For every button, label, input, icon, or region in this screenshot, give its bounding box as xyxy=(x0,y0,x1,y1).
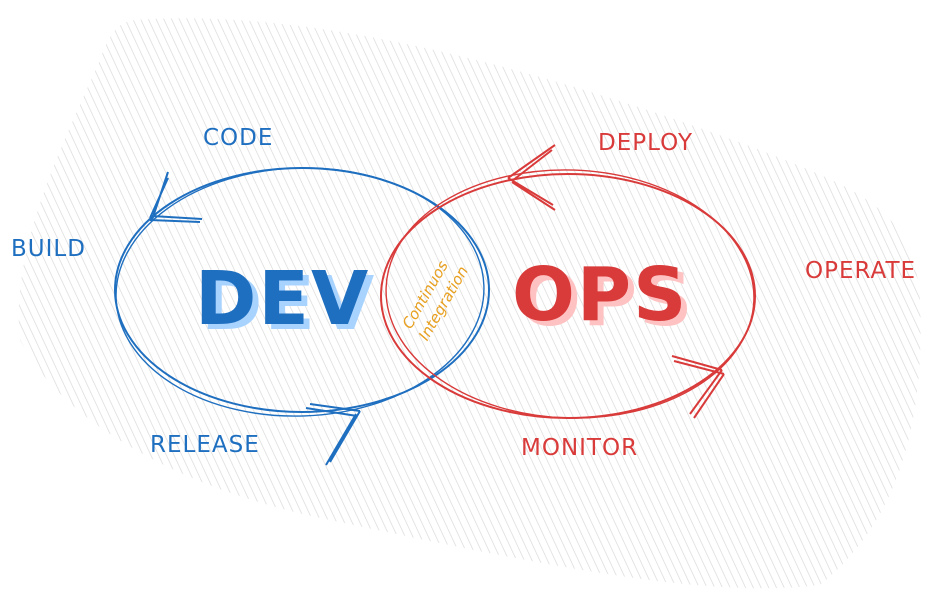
ops-arrow-top-icon xyxy=(507,144,556,211)
dev-cycle xyxy=(114,167,490,466)
ops-circle-sketch xyxy=(385,169,755,419)
dev-title-text: DEV xyxy=(195,256,370,342)
dev-title: DEV DEV xyxy=(195,256,376,347)
stage-deploy: DEPLOY xyxy=(598,130,693,156)
dev-circle-sketch xyxy=(115,167,485,417)
stage-build: BUILD xyxy=(11,236,86,262)
dev-arrow-bottom-icon xyxy=(305,403,361,466)
hatched-background xyxy=(18,18,921,589)
ops-cycle xyxy=(380,144,756,419)
stage-operate: OPERATE xyxy=(805,258,916,284)
dev-arrow-top-icon xyxy=(149,171,203,223)
ops-title: OPS OPS xyxy=(512,252,694,343)
ops-title-shadow: OPS xyxy=(518,257,694,343)
stage-code: CODE xyxy=(203,125,273,151)
ops-title-text: OPS xyxy=(512,252,688,338)
stage-monitor: MONITOR xyxy=(521,435,638,461)
dev-title-shadow: DEV xyxy=(201,261,376,347)
ops-arrow-bottom-icon xyxy=(671,355,725,419)
stage-release: RELEASE xyxy=(150,432,260,458)
